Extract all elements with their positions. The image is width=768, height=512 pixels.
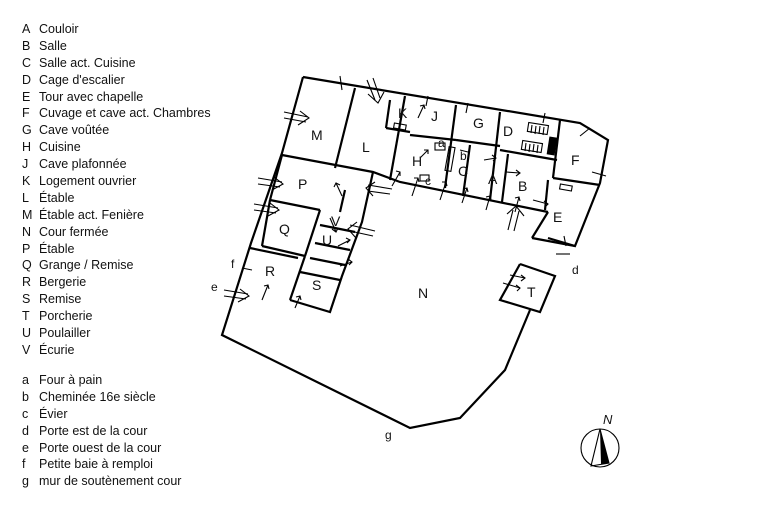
room-label-q: Q bbox=[279, 221, 290, 237]
feature-label-b: b bbox=[460, 149, 467, 163]
feature-label-c: c bbox=[425, 174, 431, 188]
north-label: N bbox=[603, 412, 613, 427]
room-label-n: N bbox=[418, 285, 428, 301]
compass-circle bbox=[580, 428, 620, 468]
room-label-r: R bbox=[265, 263, 275, 279]
feature-label-e: e bbox=[211, 280, 218, 294]
room-label-h: H bbox=[412, 153, 422, 169]
feature-label-f: f bbox=[231, 257, 235, 271]
room-labels: A B C D E F G H J K L M N P Q R S T U V bbox=[265, 105, 580, 301]
room-label-u: U bbox=[322, 232, 332, 248]
room-label-j: J bbox=[431, 108, 438, 124]
plan-walls bbox=[220, 75, 610, 430]
room-label-l: L bbox=[362, 139, 370, 155]
room-label-g: G bbox=[473, 115, 484, 131]
room-label-d: D bbox=[503, 123, 513, 139]
room-label-p: P bbox=[298, 176, 307, 192]
room-label-e: E bbox=[553, 209, 562, 225]
feature-label-g: g bbox=[385, 428, 392, 442]
door-arrows bbox=[223, 75, 607, 309]
room-label-f: F bbox=[571, 152, 580, 168]
plan-fixtures bbox=[392, 121, 573, 192]
feature-label-d: d bbox=[572, 263, 579, 277]
room-label-c: C bbox=[458, 163, 468, 179]
compass-arrow-fill bbox=[600, 429, 609, 464]
compass: N bbox=[580, 412, 620, 468]
room-label-t: T bbox=[527, 284, 536, 300]
feature-labels: a b c d e f g bbox=[211, 136, 579, 442]
room-label-s: S bbox=[312, 277, 321, 293]
room-label-m: M bbox=[311, 127, 323, 143]
room-label-a: A bbox=[488, 171, 498, 187]
room-label-k: K bbox=[398, 105, 408, 121]
room-label-b: B bbox=[518, 178, 527, 194]
room-label-v: V bbox=[331, 213, 341, 229]
feature-label-a: a bbox=[438, 136, 445, 150]
